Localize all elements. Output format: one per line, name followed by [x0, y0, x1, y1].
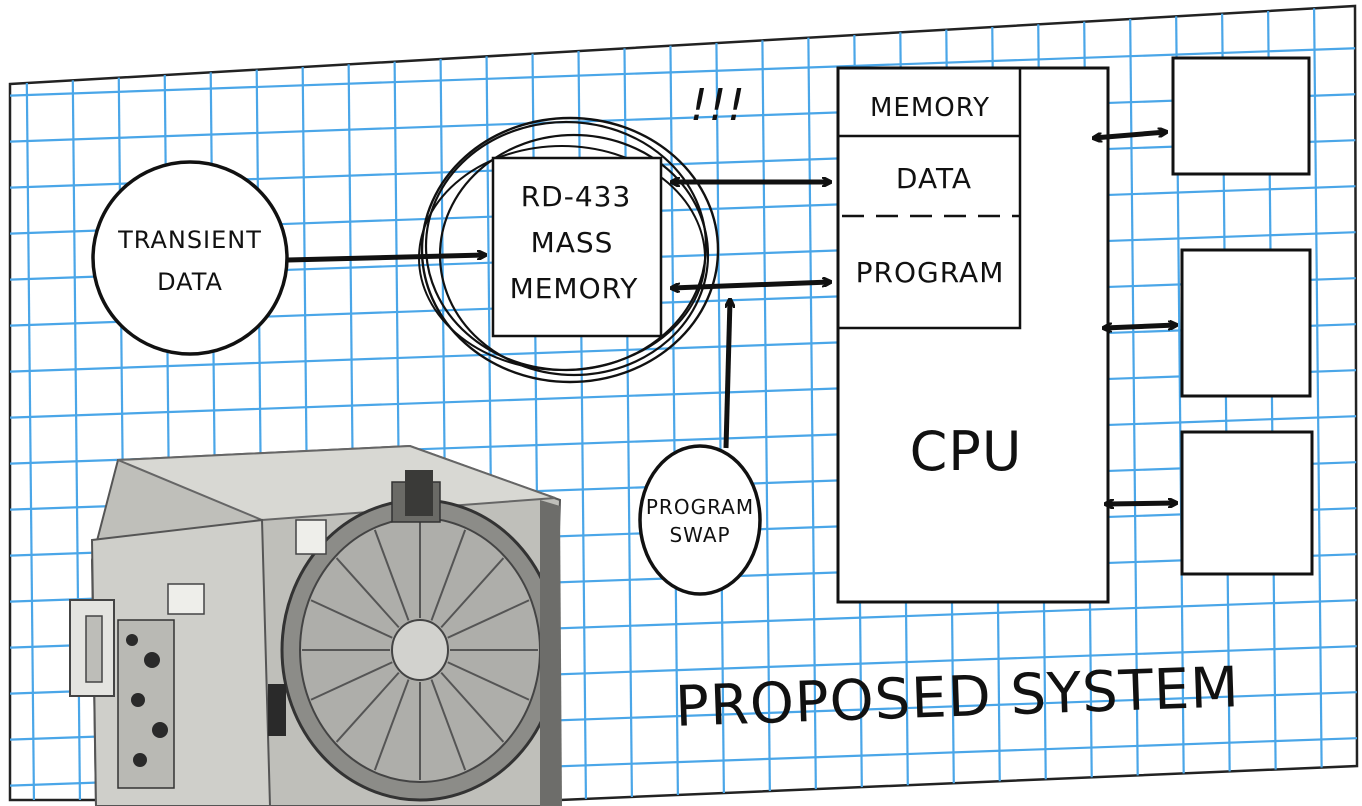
peripheral-box-2 [1180, 248, 1312, 398]
arrow-cpu-peripheral-3 [1106, 503, 1176, 504]
arrow-transient-to-mass-memory [287, 255, 485, 263]
mass-memory-node: RD-433 MASS MEMORY [418, 116, 720, 384]
arrow-program-swap-up [723, 300, 730, 449]
wheel-spoke [447, 599, 530, 639]
grid-line-vertical [24, 6, 36, 800]
grid-line-vertical [760, 6, 772, 800]
mass-memory-label-line2: MASS [531, 226, 614, 259]
cpu-block: MEMORY DATA PROGRAM CPU [836, 66, 1110, 604]
wheel-spoke [440, 671, 505, 743]
wheel-spoke [373, 529, 410, 621]
disk-drive-unit-photo [69, 444, 562, 806]
peripheral-box-3 [1180, 430, 1314, 576]
grid-line-vertical [1312, 6, 1324, 800]
wheel-spoke [310, 661, 393, 701]
wheel-spoke [440, 557, 505, 629]
wheel-spoke [430, 679, 467, 771]
program-swap-label-line2: SWAP [669, 523, 730, 547]
arrow-mass-memory-program [672, 282, 830, 288]
mass-memory-label-line3: MEMORY [510, 272, 639, 305]
program-swap-node: PROGRAM SWAP [638, 444, 762, 596]
wheel-spoke [430, 529, 467, 621]
transient-label-line2: DATA [157, 268, 223, 296]
wheel-spoke [310, 599, 393, 639]
grid-line-horizontal [10, 46, 1357, 98]
transient-data-node: TRANSIENT DATA [91, 160, 289, 356]
grid-line-vertical [714, 6, 726, 800]
connector-arrows [287, 132, 1176, 504]
memory-header-label: MEMORY [870, 93, 990, 123]
transient-label-line1: TRANSIENT [117, 226, 262, 254]
program-swap-label-line1: PROGRAM [646, 495, 754, 519]
arrow-cpu-peripheral-2 [1104, 325, 1176, 328]
grid-line-vertical [668, 6, 680, 800]
wheel-spoke [447, 661, 530, 701]
data-section-label: DATA [896, 162, 972, 195]
grid-line-horizontal [10, 92, 1357, 144]
mass-memory-label-line1: RD-433 [521, 180, 632, 213]
arrow-cpu-peripheral-1 [1094, 132, 1166, 138]
cpu-label: CPU [910, 420, 1023, 483]
wheel-spoke [373, 679, 410, 771]
grid-line-vertical [806, 6, 818, 800]
peripheral-box-1 [1171, 56, 1311, 176]
wheel-spoke [335, 557, 400, 629]
exclamation-marks: !!! [690, 80, 746, 131]
program-section-label: PROGRAM [856, 256, 1005, 289]
wheel-spoke [335, 671, 400, 743]
grid-line-horizontal [10, 368, 1357, 420]
